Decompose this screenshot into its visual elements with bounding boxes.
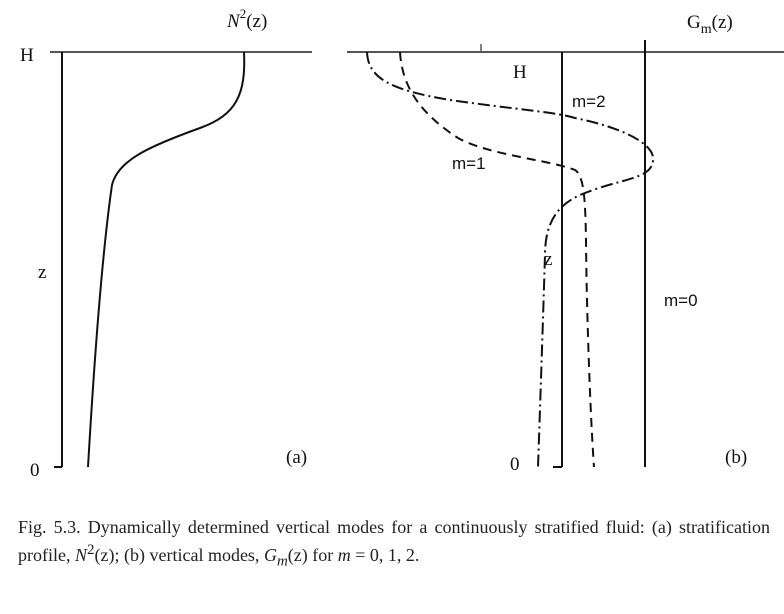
caption-g-subscript: m xyxy=(276,553,288,570)
panel-b-axis-label: z xyxy=(544,249,552,270)
panel-b-tag: (b) xyxy=(725,447,747,468)
panel-b: Gm(z) H 0 z m=2 m=1 m=0 (b) xyxy=(347,12,784,475)
figure: H 0 z N2(z) (a) Gm(z) H 0 z m=2 m=1 m=0 … xyxy=(20,6,784,481)
panel-a-axis-label: z xyxy=(38,262,46,283)
panel-b-curve-title: Gm(z) xyxy=(687,12,733,37)
g-symbol: G xyxy=(687,12,701,33)
panel-a-top-label: H xyxy=(20,45,34,66)
caption-g-argument: (z) xyxy=(287,545,308,565)
g-subscript: m xyxy=(701,22,712,37)
n-argument: (z) xyxy=(246,11,267,32)
panel-a: H 0 z N2(z) (a) xyxy=(20,6,312,481)
caption-middle: ; (b) vertical modes, xyxy=(114,545,264,565)
caption-g-symbol: G xyxy=(263,545,277,565)
caption-n-exponent: 2 xyxy=(87,542,95,558)
panel-a-curve-title: N2(z) xyxy=(226,6,267,32)
panel-a-tag: (a) xyxy=(286,447,307,468)
figure-caption: Fig. 5.3. Dynamically determined vertica… xyxy=(18,516,770,574)
n-exponent: 2 xyxy=(240,6,247,21)
g-argument: (z) xyxy=(712,12,733,33)
stratification-curve xyxy=(87,51,246,468)
mode-1-curve xyxy=(399,51,595,468)
panel-b-top-label: H xyxy=(513,62,527,83)
caption-mode-list: = 0, 1, 2. xyxy=(350,545,420,565)
mode-2-label: m=2 xyxy=(572,92,606,111)
mode-0-label: m=0 xyxy=(664,291,698,310)
caption-m-symbol: m xyxy=(337,545,351,565)
caption-n-symbol: N xyxy=(74,545,87,565)
caption-prefix: Fig. 5.3. Dynamically determined vertica… xyxy=(18,517,770,565)
panel-b-bottom-label: 0 xyxy=(510,454,520,475)
caption-n-argument: (z) xyxy=(94,545,115,565)
caption-suffix: for xyxy=(307,545,338,565)
mode-2-curve xyxy=(366,51,655,468)
panel-a-bottom-label: 0 xyxy=(30,460,40,481)
n-symbol: N xyxy=(226,11,241,32)
mode-1-label: m=1 xyxy=(452,154,486,173)
